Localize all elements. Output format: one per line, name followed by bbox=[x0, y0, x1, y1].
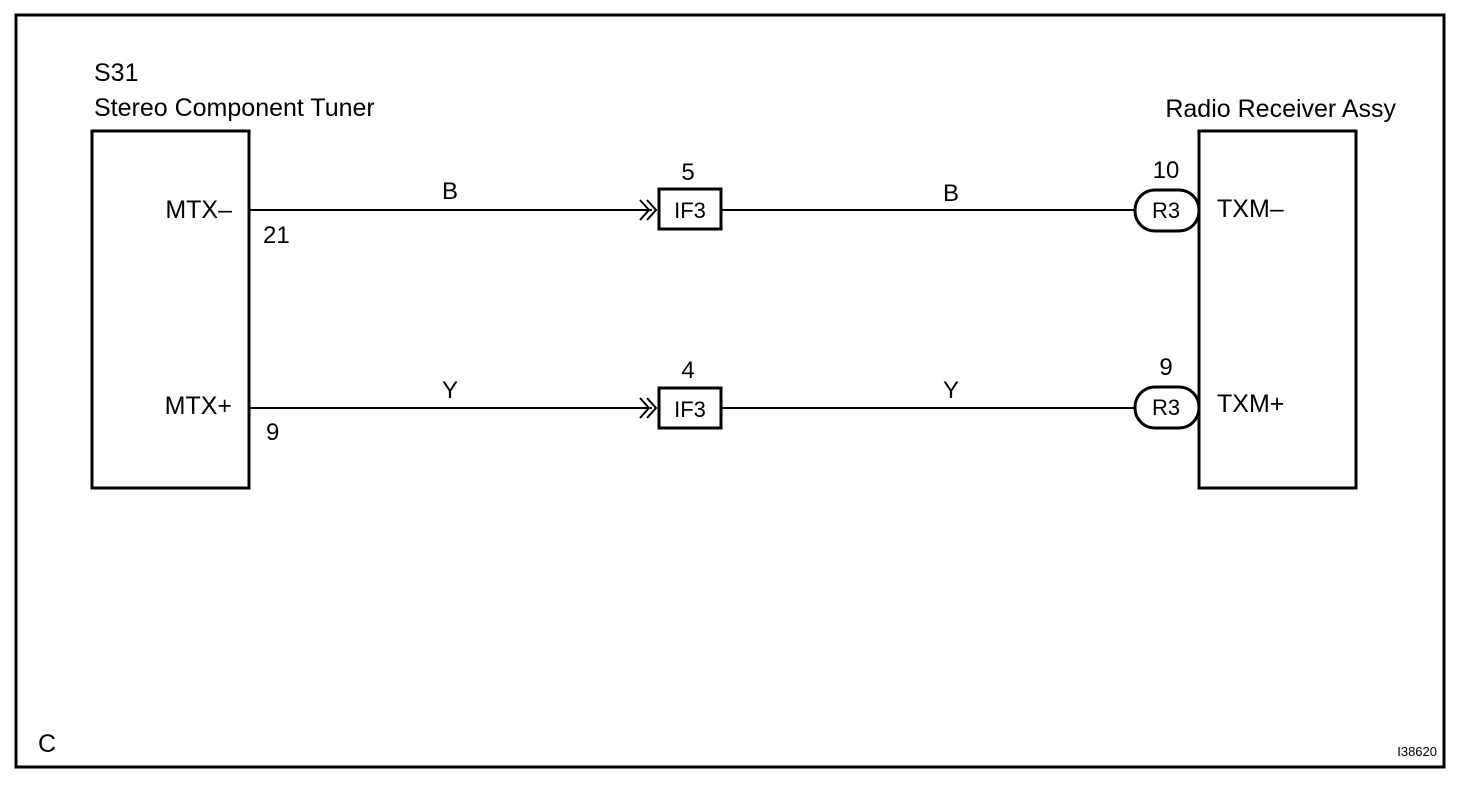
left-terminal-name: MTX– bbox=[165, 196, 232, 224]
right-component-name: Radio Receiver Assy bbox=[1165, 95, 1396, 123]
connector-pill bbox=[1133, 385, 1201, 430]
junction-connector-label: IF3 bbox=[674, 198, 706, 223]
right-terminal-name: TXM– bbox=[1217, 195, 1284, 223]
junction-arrow-icon bbox=[639, 199, 651, 221]
corner-label: C bbox=[38, 730, 56, 758]
right-terminal-name: TXM+ bbox=[1217, 390, 1284, 418]
junction-pin-label: 5 bbox=[681, 159, 694, 186]
connector-pill-label: R3 bbox=[1152, 198, 1180, 223]
wire-color-label: B bbox=[442, 178, 458, 205]
junction-pin-label: 4 bbox=[681, 357, 694, 384]
wire-color-label: B bbox=[943, 180, 959, 207]
figure-id: I38620 bbox=[1397, 744, 1437, 759]
left-terminal-name: MTX+ bbox=[165, 392, 232, 420]
left-component-box bbox=[90, 129, 251, 490]
left-terminal-pin: 21 bbox=[263, 222, 290, 249]
junction-arrow-icon bbox=[646, 199, 658, 221]
left-terminal-pin: 9 bbox=[266, 419, 279, 446]
diagram-frame bbox=[14, 13, 1446, 769]
connector-pill-label: R3 bbox=[1152, 395, 1180, 420]
junction-arrow-icon bbox=[639, 397, 651, 419]
left-component-code: S31 bbox=[94, 59, 138, 87]
right-terminal-pin: 9 bbox=[1159, 354, 1172, 381]
right-terminal-pin: 10 bbox=[1153, 157, 1180, 184]
junction-connector-label: IF3 bbox=[674, 397, 706, 422]
wire-color-label: Y bbox=[442, 377, 458, 404]
right-component-box bbox=[1197, 129, 1358, 490]
connector-pill bbox=[1133, 188, 1201, 233]
wire-color-label: Y bbox=[943, 377, 959, 404]
junction-connector-box bbox=[657, 187, 723, 231]
junction-connector-box bbox=[657, 386, 723, 430]
junction-arrow-icon bbox=[646, 397, 658, 419]
left-component-name: Stereo Component Tuner bbox=[94, 94, 375, 122]
